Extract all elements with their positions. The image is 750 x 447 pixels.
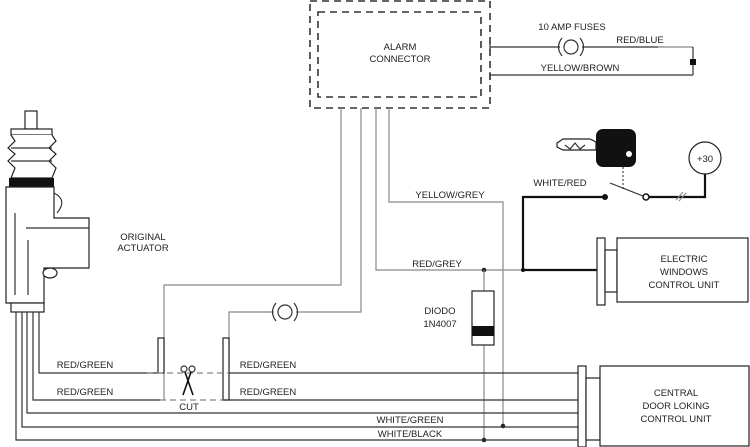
wire-label-red-green-1: RED/GREEN xyxy=(57,360,114,371)
wire-label-yellow-brown: YELLOW/BROWN xyxy=(541,63,620,74)
wire-label-red-grey: RED/GREY xyxy=(412,259,462,270)
scissors-icon xyxy=(180,365,196,396)
alarm-connector: ALARM CONNECTOR xyxy=(309,0,491,109)
fuse-icon xyxy=(271,302,299,322)
fuse-circuit: 10 AMP FUSES RED/BLUE YELLOW/BROWN xyxy=(489,22,696,80)
windows-unit-label-2: WINDOWS xyxy=(660,267,708,278)
wire-white-green xyxy=(21,312,580,428)
wire-label-red-blue: RED/BLUE xyxy=(616,35,664,46)
wire-label-red-green-2: RED/GREEN xyxy=(57,387,114,398)
power-label: +30 xyxy=(697,154,713,165)
cut-label: CUT xyxy=(179,402,199,413)
wire-label-white-black: WHITE/BLACK xyxy=(378,429,443,440)
fuses-label: 10 AMP FUSES xyxy=(538,22,605,33)
ignition-key-icon xyxy=(556,129,636,190)
diode-1n4007: DIODO 1N4007 xyxy=(423,270,495,443)
central-door-locking-unit: CENTRAL DOOR LOKING CONTROL UNIT xyxy=(577,365,750,447)
wire-label-red-green-3: RED/GREEN xyxy=(240,360,297,371)
wire-white-black xyxy=(15,312,580,441)
electric-windows-control-unit: ELECTRIC WINDOWS CONTROL UNIT xyxy=(596,237,749,306)
wire-white-red xyxy=(521,195,605,270)
door-unit-label-1: CENTRAL xyxy=(654,388,698,399)
wire-red-green-actuator-2 xyxy=(32,312,160,401)
windows-unit-label-1: ELECTRIC xyxy=(661,254,708,265)
actuator-label-1: ORIGINAL xyxy=(120,232,165,243)
junction-square xyxy=(690,59,696,65)
door-unit-label-2: DOOR LOKING xyxy=(642,401,709,412)
ignition-switch xyxy=(609,182,644,197)
power-plus30 xyxy=(688,141,722,175)
wire-red-green-actuator-1 xyxy=(38,312,158,374)
wire-label-white-red: WHITE/RED xyxy=(533,178,586,189)
diode-label-2: 1N4007 xyxy=(423,319,456,330)
wire-actuator-3 xyxy=(26,312,580,414)
actuator-label-2: ACTUATOR xyxy=(117,243,169,254)
alarm-connector-label-1: ALARM xyxy=(384,42,417,53)
door-unit-label-3: CONTROL UNIT xyxy=(641,414,712,425)
wire-label-yellow-grey: YELLOW/GREY xyxy=(415,190,485,201)
wire-red-grey xyxy=(375,108,597,271)
actuator-icon: ORIGINAL ACTUATOR xyxy=(5,110,169,313)
diode-label-1: DIODO xyxy=(424,306,455,317)
wire-red-green-loop xyxy=(163,108,342,400)
windows-unit-label-3: CONTROL UNIT xyxy=(649,280,720,291)
alarm-connector-label-2: CONNECTOR xyxy=(369,54,430,65)
wire-label-red-green-4: RED/GREEN xyxy=(240,387,297,398)
wire-yellow-grey xyxy=(388,108,504,426)
fuse-icon xyxy=(557,37,585,57)
wire-label-white-green: WHITE/GREEN xyxy=(376,415,443,426)
